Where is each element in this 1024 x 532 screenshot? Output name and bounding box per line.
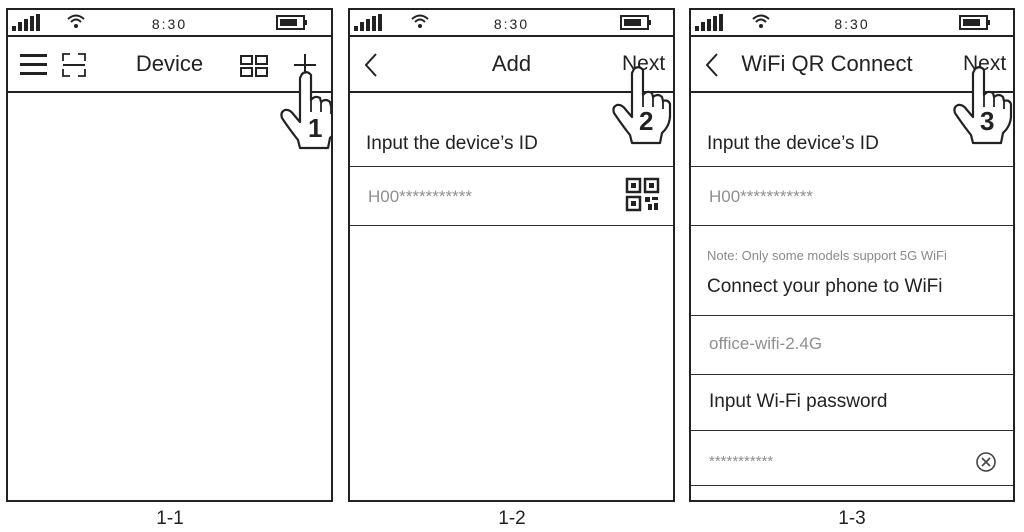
menu-icon[interactable] [20,54,48,76]
wifi-icon [752,14,770,28]
step-number: 1 [308,113,323,143]
wifi-section-header: Note: Only some models support 5G WiFi C… [691,226,1013,316]
grid-view-icon[interactable] [240,55,268,77]
status-time: 8:30 [493,16,530,32]
battery-icon [959,15,990,30]
battery-icon [620,15,651,30]
status-time: 8:30 [151,16,188,32]
back-icon[interactable] [705,53,719,77]
step-number: 2 [639,106,654,136]
hand-pointer-icon [612,66,672,145]
page-title: WiFi QR Connect [741,51,913,76]
page-title: Device [135,51,204,76]
figure-caption: 1-3 [838,508,866,529]
phone-screen-add: 8:30 Add Next 2 Input the device’s ID H0… [348,8,675,502]
device-id-label-row: Input the device’s ID [691,93,1013,167]
phone-screen-device: 8:30 Device 1 [6,8,333,502]
signal-icon [12,14,40,31]
qr-code-icon[interactable] [625,177,660,212]
hand-pointer-icon [953,66,1013,145]
device-id-label-row: Input the device’s ID [350,93,673,167]
device-id-input[interactable]: H00*********** [368,187,472,206]
figure-caption: 1-2 [498,508,526,529]
step-number: 3 [980,106,995,136]
wifi-password-label-row: Input Wi-Fi password [691,375,1013,431]
status-bar: 8:30 [8,10,331,37]
wifi-label: Connect your phone to WiFi [707,276,943,297]
device-id-label: Input the device’s ID [366,133,538,154]
status-bar: 8:30 [691,10,1013,37]
device-id-input[interactable]: H00*********** [709,187,813,206]
nav-bar: WiFi QR Connect Next [691,37,1013,93]
clear-icon[interactable] [975,451,997,473]
signal-icon [695,14,723,31]
wifi-icon [411,14,429,28]
wifi-name-input-row[interactable]: office-wifi-2.4G [691,316,1013,375]
wifi-name-input[interactable]: office-wifi-2.4G [709,334,823,353]
nav-bar: Device [8,37,331,93]
wifi-password-input[interactable]: *********** [709,453,774,470]
back-icon[interactable] [364,53,378,77]
signal-icon [354,14,382,31]
scan-icon[interactable] [62,53,86,77]
status-time: 8:30 [834,16,870,32]
nav-bar: Add Next [350,37,673,93]
wifi-password-input-row[interactable]: *********** [691,431,1013,486]
wifi-icon [67,14,85,28]
add-device-button[interactable] [294,54,316,76]
device-id-input-row[interactable]: H00*********** [350,167,673,226]
page-title: Add [491,51,532,76]
phone-screen-wifi-qr-connect: 8:30 WiFi QR Connect Next 3 Input the de… [689,8,1015,502]
status-bar: 8:30 [350,10,673,37]
figure-caption: 1-1 [156,508,184,529]
hand-pointer-icon [280,71,331,150]
wifi-note: Note: Only some models support 5G WiFi [707,248,947,263]
device-id-label: Input the device’s ID [707,133,879,154]
device-id-input-row[interactable]: H00*********** [691,167,1013,226]
wifi-password-label: Input Wi-Fi password [709,391,888,412]
battery-icon [276,15,307,30]
